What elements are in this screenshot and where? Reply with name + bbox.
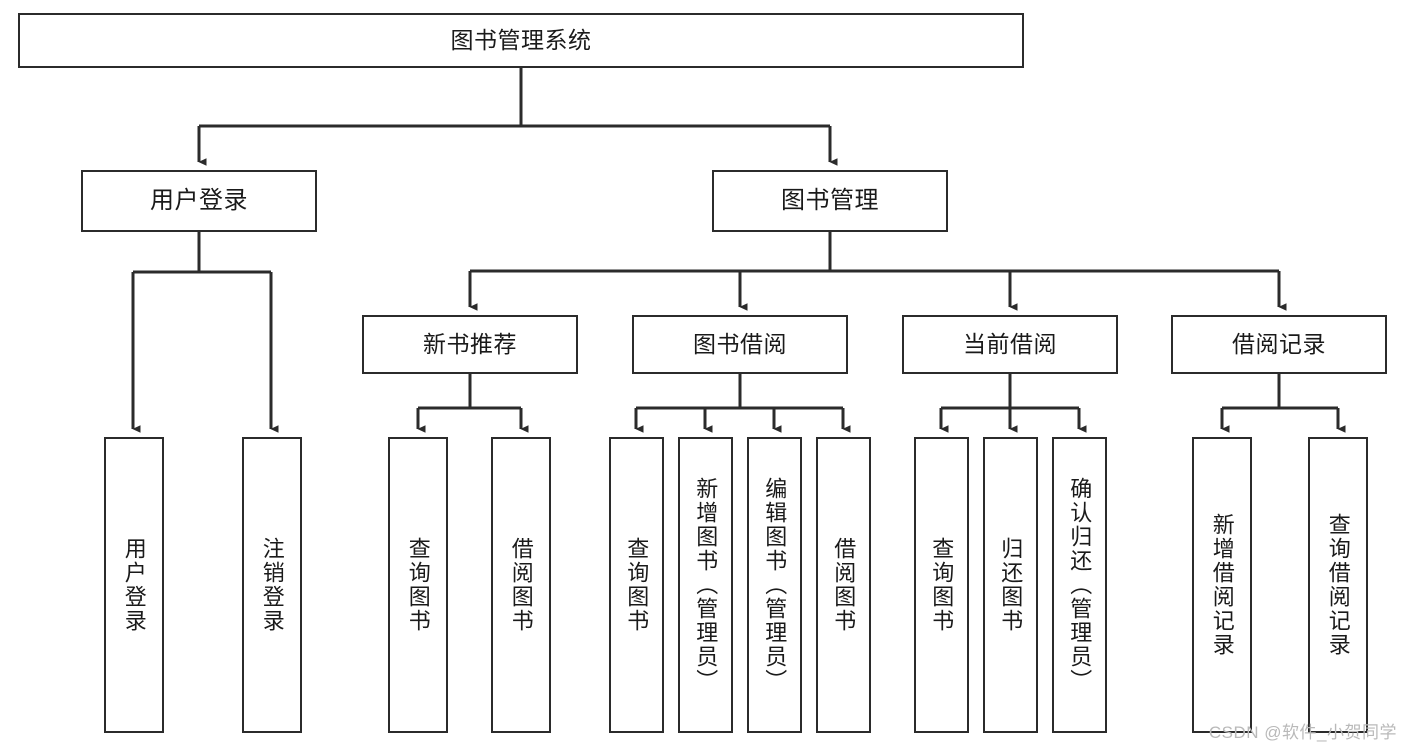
node-leaf-query-book-borrow[interactable]: 查询图书 [609,437,664,733]
node-leaf-add-book[interactable]: 新增图书（管理员） [678,437,733,733]
node-book-management[interactable]: 图书管理 [712,170,948,232]
node-label: 用户登录 [121,537,147,633]
node-label: 借阅图书 [831,537,857,633]
node-leaf-borrow-book-recommend[interactable]: 借阅图书 [491,437,551,733]
node-label: 确认归还（管理员） [1067,477,1093,693]
node-label: 当前借阅 [963,330,1057,357]
node-leaf-borrow-book[interactable]: 借阅图书 [816,437,871,733]
node-leaf-query-book-current[interactable]: 查询图书 [914,437,969,733]
node-label: 查询图书 [405,537,431,633]
node-label: 编辑图书（管理员） [762,477,788,693]
node-label: 图书借阅 [693,330,787,357]
node-label: 新增图书（管理员） [693,477,719,693]
node-label: 图书管理 [781,186,879,214]
node-label: 注销登录 [259,537,285,633]
node-root-book-management-system[interactable]: 图书管理系统 [18,13,1024,68]
node-user-login[interactable]: 用户登录 [81,170,317,232]
node-leaf-edit-book[interactable]: 编辑图书（管理员） [747,437,802,733]
node-label: 归还图书 [998,537,1024,633]
node-label: 新增借阅记录 [1209,513,1235,657]
node-label: 借阅记录 [1232,330,1326,357]
watermark-text: CSDN @软件_小贺同学 [1208,723,1397,742]
node-leaf-add-borrow-record[interactable]: 新增借阅记录 [1192,437,1252,733]
node-leaf-confirm-return[interactable]: 确认归还（管理员） [1052,437,1107,733]
node-book-borrow[interactable]: 图书借阅 [632,315,848,374]
node-borrow-record[interactable]: 借阅记录 [1171,315,1387,374]
node-label: 新书推荐 [423,330,517,357]
node-new-book-recommend[interactable]: 新书推荐 [362,315,578,374]
node-leaf-query-borrow-record[interactable]: 查询借阅记录 [1308,437,1368,733]
node-leaf-user-logout[interactable]: 注销登录 [242,437,302,733]
node-label: 查询图书 [624,537,650,633]
node-label: 用户登录 [150,186,248,214]
node-label: 借阅图书 [508,537,534,633]
node-leaf-user-login[interactable]: 用户登录 [104,437,164,733]
node-leaf-query-book-recommend[interactable]: 查询图书 [388,437,448,733]
node-label: 查询图书 [929,537,955,633]
node-label: 图书管理系统 [450,26,592,53]
node-label: 查询借阅记录 [1325,513,1351,657]
node-current-borrow[interactable]: 当前借阅 [902,315,1118,374]
node-leaf-return-book[interactable]: 归还图书 [983,437,1038,733]
